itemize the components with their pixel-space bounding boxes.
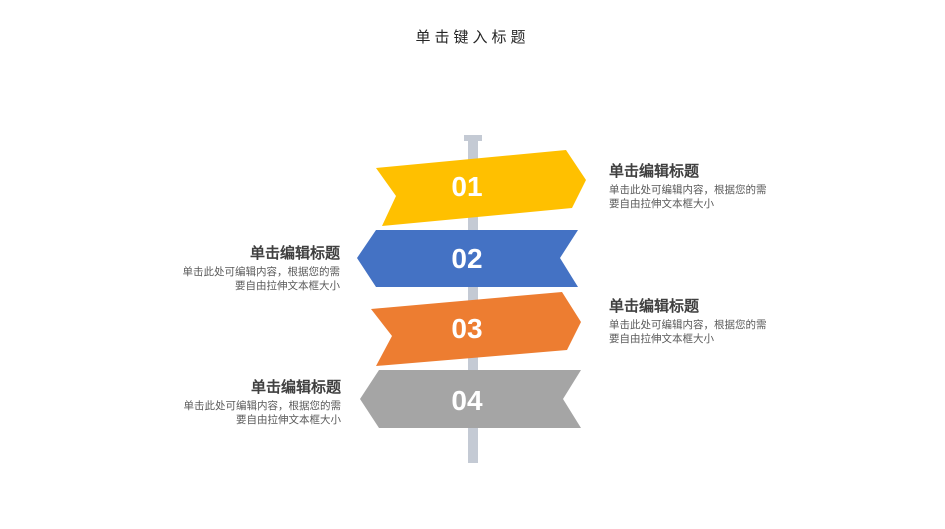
slide-title[interactable]: 单击键入标题 [415, 28, 530, 46]
sign-02-body-line2: 要自由拉伸文本框大小 [235, 280, 340, 292]
sign-01-body[interactable]: 单击此处可编辑内容，根据您的需 要自由拉伸文本框大小 [609, 183, 799, 211]
sign-02-body[interactable]: 单击此处可编辑内容，根据您的需 要自由拉伸文本框大小 [150, 265, 341, 293]
sign-02-number: 02 [451, 243, 482, 274]
sign-03-heading[interactable]: 单击编辑标题 [609, 297, 700, 315]
sign-01-heading[interactable]: 单击编辑标题 [609, 162, 700, 180]
sign-03-body-line1: 单击此处可编辑内容，根据您的需 [609, 319, 767, 331]
sign-04-heading[interactable]: 单击编辑标题 [250, 378, 341, 396]
sign-02[interactable]: 02 [357, 230, 578, 287]
sign-04-number: 04 [451, 385, 483, 416]
sign-01-number: 01 [451, 171, 482, 202]
sign-02-description: 单击编辑标题 单击此处可编辑内容，根据您的需 要自由拉伸文本框大小 [150, 243, 341, 293]
sign-04[interactable]: 04 [360, 370, 581, 428]
sign-03-arrow-shape [371, 292, 581, 366]
sign-02-heading[interactable]: 单击编辑标题 [249, 244, 340, 262]
sign-04-arrow-shape [360, 370, 581, 428]
sign-03-description: 单击编辑标题 单击此处可编辑内容，根据您的需 要自由拉伸文本框大小 [609, 296, 799, 346]
sign-04-body[interactable]: 单击此处可编辑内容，根据您的需 要自由拉伸文本框大小 [151, 399, 342, 427]
sign-02-body-line1: 单击此处可编辑内容，根据您的需 [182, 266, 341, 278]
sign-02-arrow-shape [357, 230, 578, 287]
sign-01-body-line1: 单击此处可编辑内容，根据您的需 [609, 184, 767, 196]
sign-01-arrow-shape [376, 150, 586, 226]
sign-01[interactable]: 01 [376, 150, 586, 226]
sign-01-body-line2: 要自由拉伸文本框大小 [609, 198, 714, 210]
sign-03-number: 03 [451, 313, 482, 344]
sign-04-body-line2: 要自由拉伸文本框大小 [236, 414, 341, 426]
sign-03-body-line2: 要自由拉伸文本框大小 [609, 333, 714, 345]
sign-04-body-line1: 单击此处可编辑内容，根据您的需 [183, 400, 342, 412]
sign-04-description: 单击编辑标题 单击此处可编辑内容，根据您的需 要自由拉伸文本框大小 [151, 377, 342, 427]
sign-03-body[interactable]: 单击此处可编辑内容，根据您的需 要自由拉伸文本框大小 [609, 318, 799, 346]
sign-01-description: 单击编辑标题 单击此处可编辑内容，根据您的需 要自由拉伸文本框大小 [609, 161, 799, 211]
sign-03[interactable]: 03 [371, 292, 581, 366]
